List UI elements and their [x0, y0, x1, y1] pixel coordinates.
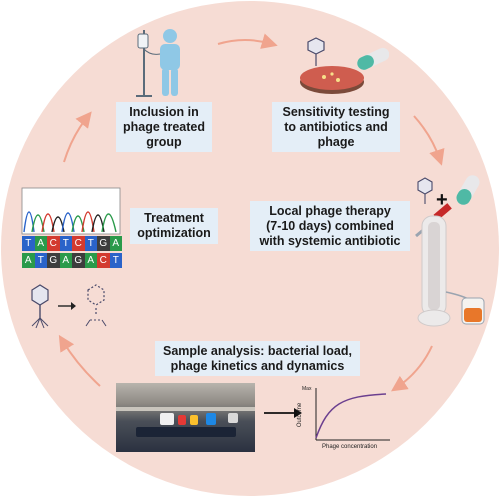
base-cell: G	[72, 253, 85, 268]
base-cell: C	[97, 253, 110, 268]
sequence-grid: T A C T C T G A A T G A G A C T	[22, 236, 122, 268]
step-treatment: Treatment optimization	[130, 208, 218, 244]
base-cell: G	[97, 236, 110, 251]
plus-icon: +	[436, 189, 448, 211]
chart-xlabel: Phage concentration	[322, 444, 378, 450]
phage-icon	[417, 177, 433, 204]
base-cell: T	[84, 236, 97, 251]
step-sample-analysis: Sample analysis: bacterial load, phage k…	[155, 341, 360, 376]
base-cell: A	[84, 253, 97, 268]
arrow-icon	[391, 345, 433, 392]
patient-iv-icon	[136, 29, 180, 97]
lab-photo	[116, 383, 255, 452]
arrow-icon	[217, 33, 278, 49]
petri-dish-icon	[300, 37, 389, 94]
step-sensitivity: Sensitivity testing to antibiotics and p…	[272, 102, 400, 152]
tube-blue	[206, 413, 216, 425]
base-cell: A	[59, 253, 72, 268]
hood-shelf	[116, 407, 255, 411]
tube-yellow	[190, 415, 198, 425]
base-cell: T	[22, 236, 35, 251]
arrow-icon	[413, 115, 445, 166]
base-cell: A	[34, 236, 47, 251]
local-therapy-illustration: +	[415, 175, 485, 327]
capsule-icon	[456, 175, 480, 205]
dose-response-curve	[315, 393, 387, 439]
base-cell: T	[109, 253, 122, 268]
arrow-icon	[63, 111, 92, 163]
base-cell: G	[47, 253, 60, 268]
drain-bag-icon	[445, 291, 485, 325]
chromatogram-icon	[21, 187, 121, 235]
base-cell: C	[72, 236, 85, 251]
base-cell: A	[109, 236, 122, 251]
arrow-icon	[58, 334, 101, 387]
step-local-therapy: Local phage therapy (7-10 days) combined…	[250, 201, 410, 251]
tube-white	[228, 413, 238, 423]
chart-ylabel: Outcome	[297, 402, 304, 428]
hood-bench	[136, 427, 236, 437]
base-cell: T	[34, 253, 47, 268]
leg-bone-icon	[417, 215, 451, 327]
tube-red	[178, 415, 186, 425]
arrow-icon	[264, 408, 302, 418]
step-inclusion: Inclusion in phage treated group	[116, 102, 212, 152]
phage-lysis-icon	[31, 284, 107, 329]
tube-rack	[160, 413, 174, 425]
dose-response-chart: Max Outcome Phage concentration	[297, 384, 394, 458]
base-cell: C	[47, 236, 60, 251]
chart-ymax-label: Max	[302, 386, 312, 392]
base-cell: A	[22, 253, 35, 268]
base-cell: T	[59, 236, 72, 251]
